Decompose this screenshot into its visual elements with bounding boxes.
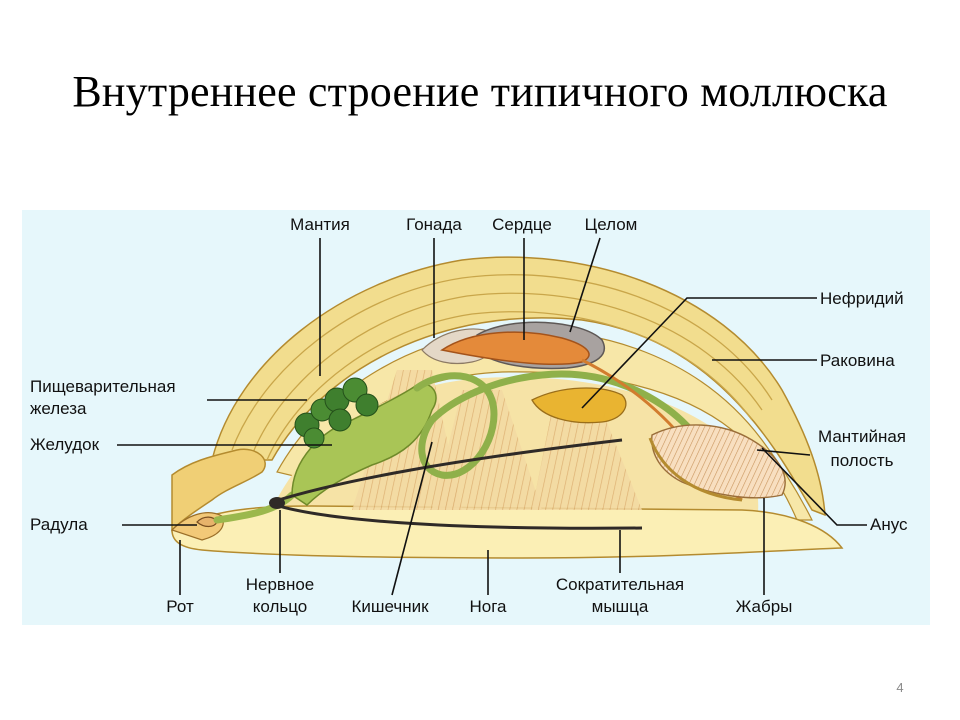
nerve-ring: [269, 497, 285, 509]
esophagus: [213, 491, 296, 524]
digestive-gland: [294, 377, 379, 449]
nephridium: [531, 387, 627, 424]
label-mantle-cavity-2: полость: [831, 451, 894, 470]
label-mantle-cavity-1: Мантийная: [818, 427, 906, 446]
label-nerve-ring-2: кольцо: [253, 597, 308, 616]
retractor-muscle: [532, 410, 642, 510]
foot: [171, 505, 844, 559]
label-radula: Радула: [30, 515, 88, 534]
label-nephridium: Нефридий: [820, 289, 904, 308]
intestine: [413, 370, 731, 489]
label-anus: Анус: [870, 515, 908, 534]
gill: [651, 424, 786, 499]
leader-lines: [117, 237, 867, 596]
label-shell: Раковина: [820, 351, 895, 370]
shell-ridge: [251, 292, 763, 456]
label-stomach: Желудок: [30, 435, 100, 454]
label-nerve-ring-1: Нервное: [246, 575, 315, 594]
slide-title: Внутреннее строение типичного моллюска: [72, 67, 888, 116]
page-number: 4: [896, 680, 904, 695]
mollusk-diagram: Мантия Гонада Сердце Целом Нефридий Рако…: [22, 210, 930, 625]
label-mantle: Мантия: [290, 215, 350, 234]
label-retractor-muscle-2: мышца: [592, 597, 649, 616]
shell-ridge: [231, 274, 773, 451]
shell-ridge: [266, 311, 753, 461]
label-digestive-gland-2: железа: [30, 399, 87, 418]
label-retractor-muscle-1: Сократительная: [556, 575, 684, 594]
label-mouth: Рот: [166, 597, 194, 616]
label-foot: Нога: [469, 597, 507, 616]
label-heart: Сердце: [492, 215, 552, 234]
shell-outer: [211, 256, 826, 517]
label-coelom: Целом: [585, 215, 638, 234]
head: [171, 448, 266, 532]
mollusk-diagram-svg: Мантия Гонада Сердце Целом Нефридий Рако…: [22, 210, 930, 625]
label-intestine: Кишечник: [351, 597, 429, 616]
label-gonad: Гонада: [406, 215, 462, 234]
heart: [440, 331, 590, 366]
nerve-cord: [271, 502, 643, 530]
label-gills: Жабры: [736, 597, 793, 616]
label-digestive-gland-1: Пищеварительная: [30, 377, 176, 396]
nerve-cord: [271, 438, 623, 504]
gill-axis: [648, 437, 743, 502]
